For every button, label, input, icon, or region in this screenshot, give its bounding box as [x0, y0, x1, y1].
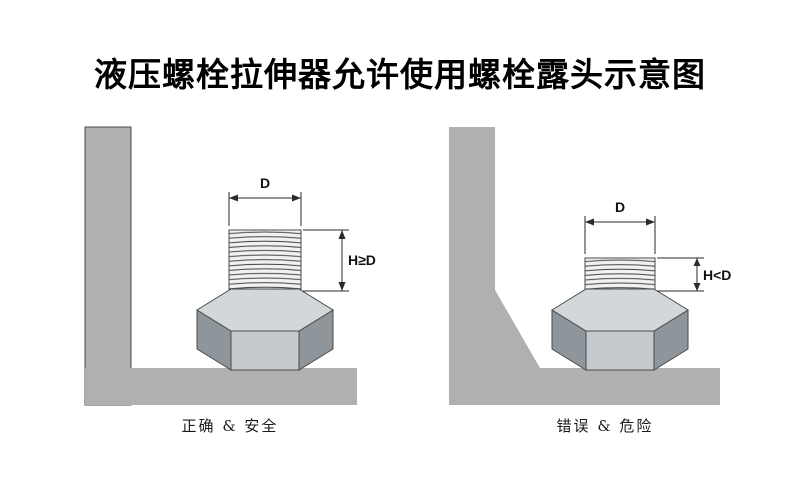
dim-label-h: H≥D — [348, 252, 376, 268]
bolt-stud-thread — [228, 229, 302, 292]
bracket-base — [449, 368, 720, 405]
dimension-H: H≥D — [303, 229, 376, 292]
diagram-correct: D H≥D 正确 & 安全 — [84, 126, 376, 435]
dimension-D: D — [228, 175, 302, 226]
dimension-D: D — [584, 199, 656, 254]
bolt-stud-thread — [584, 257, 656, 292]
bracket-base — [85, 368, 357, 405]
dimension-H: H<D — [657, 257, 731, 292]
bracket-wall — [449, 127, 495, 405]
hex-nut — [551, 288, 689, 371]
caption-correct: 正确 & 安全 — [182, 417, 279, 435]
bracket-gusset — [495, 290, 540, 368]
bracket-wall — [84, 126, 132, 406]
page-title: 液压螺栓拉伸器允许使用螺栓露头示意图 — [94, 56, 706, 93]
dim-label-d: D — [615, 199, 625, 215]
hex-nut — [196, 288, 334, 371]
dim-label-d: D — [260, 175, 270, 191]
diagram-wrong: D H<D 错误 & 危险 — [449, 127, 731, 435]
dim-label-h: H<D — [703, 267, 731, 283]
caption-wrong: 错误 & 危险 — [557, 417, 654, 435]
